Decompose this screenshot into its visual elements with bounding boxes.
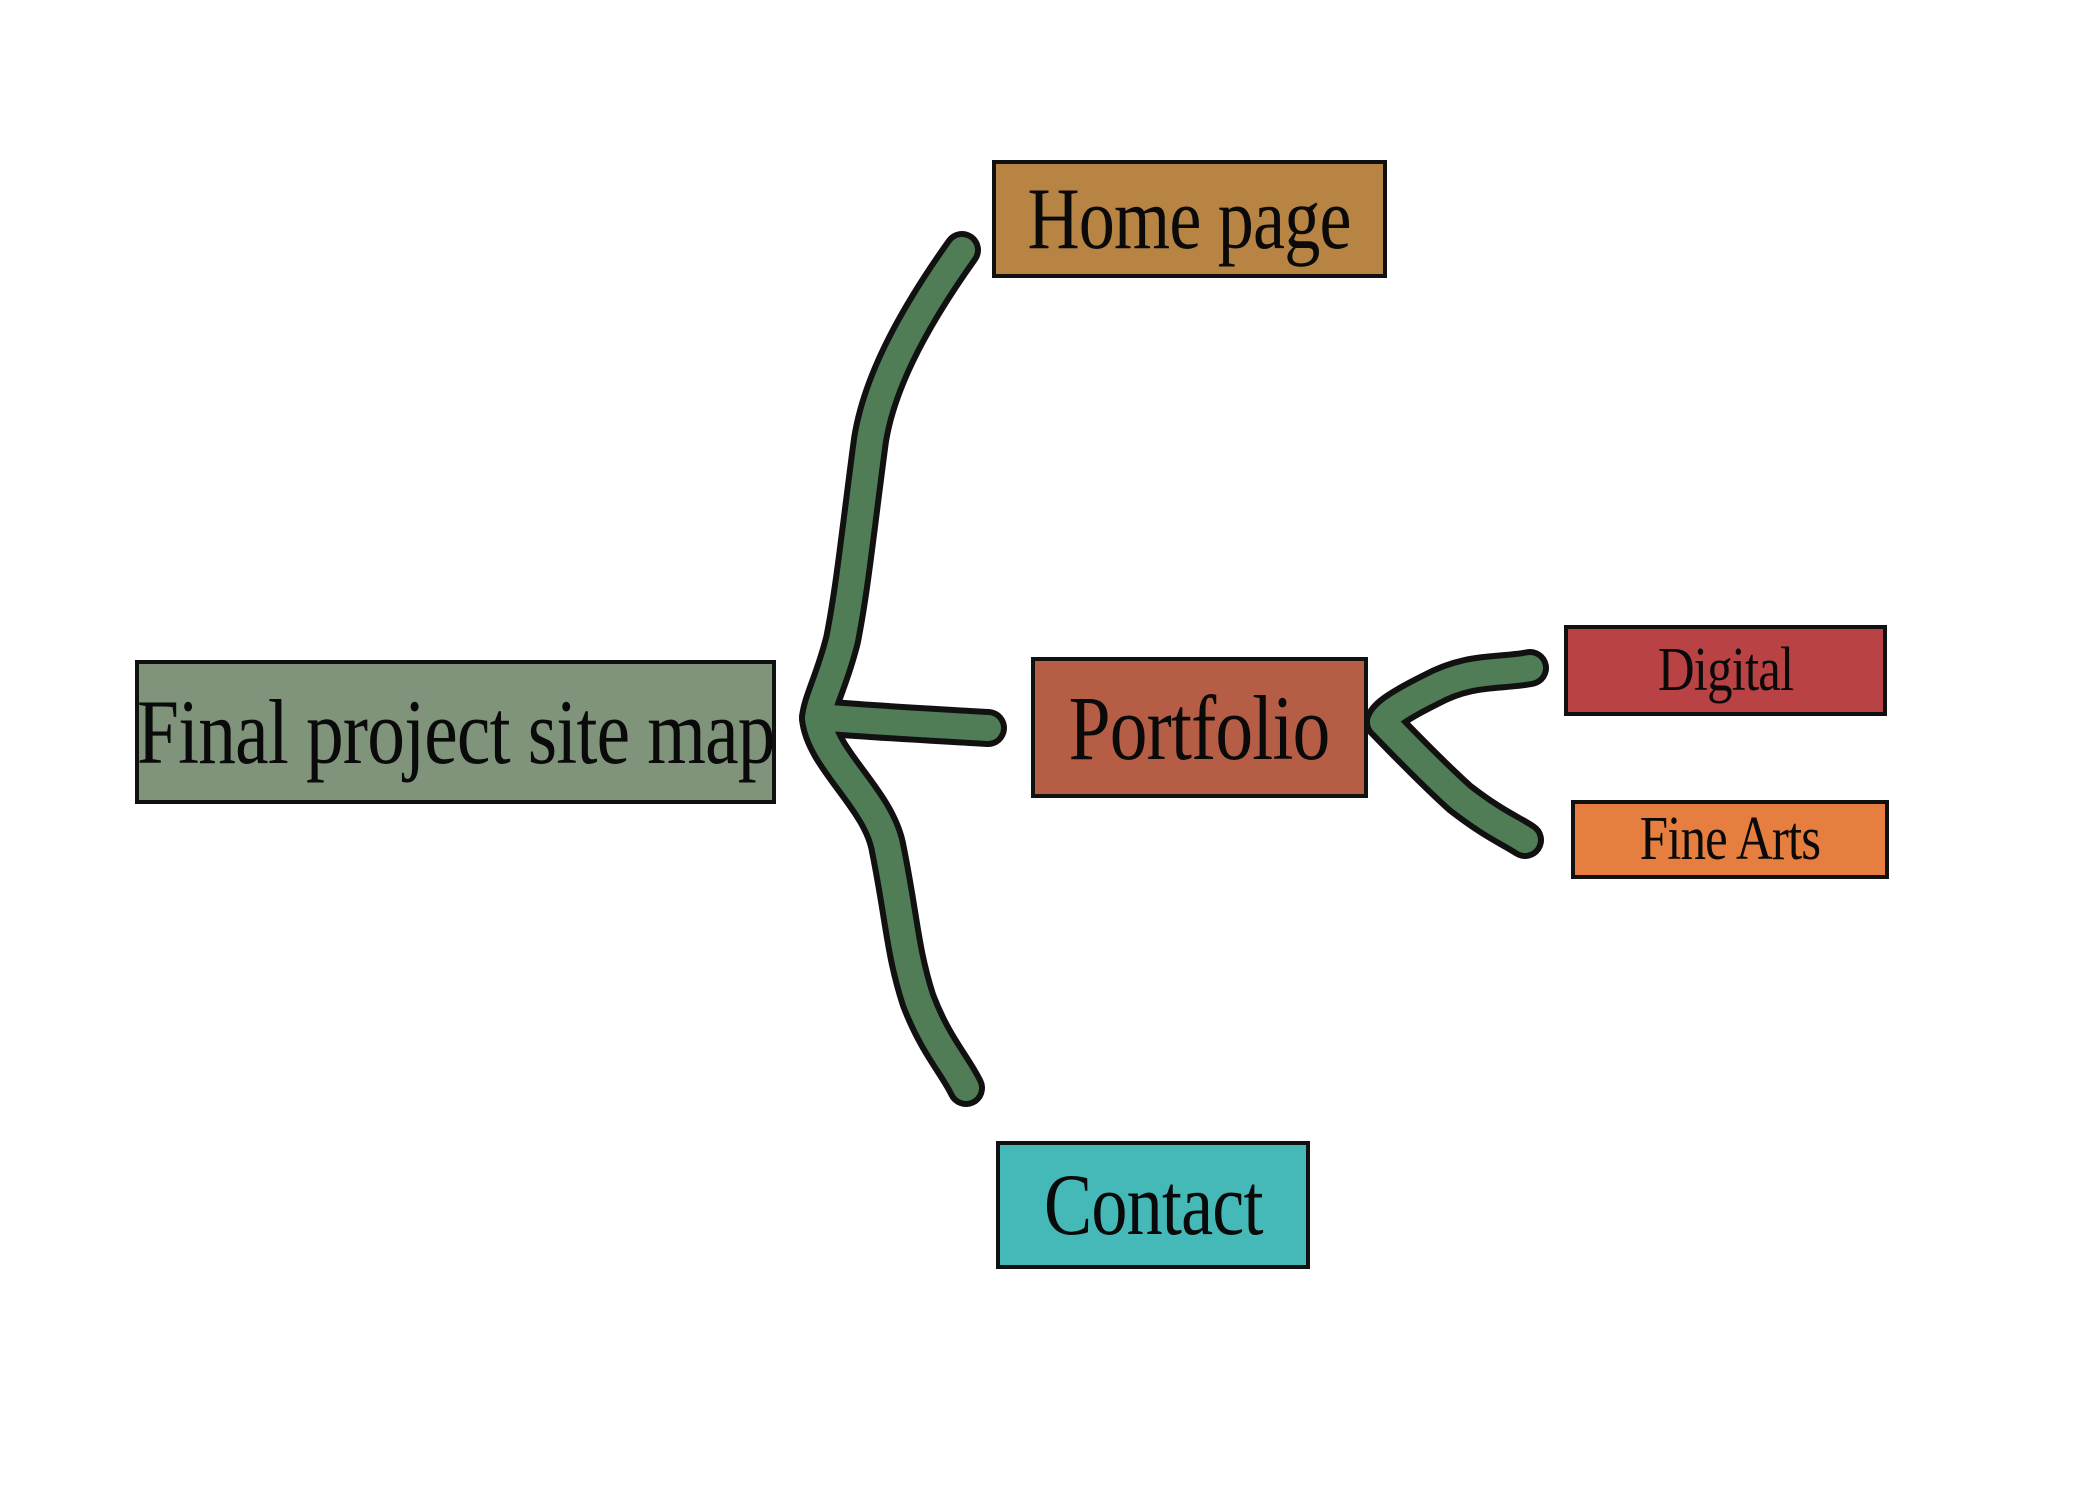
connector-root-to-home xyxy=(805,237,975,731)
node-fine-arts-label: Fine Arts xyxy=(1639,805,1821,873)
node-home-page: Home page xyxy=(992,160,1387,278)
node-portfolio: Portfolio xyxy=(1031,657,1368,798)
node-home-page-label: Home page xyxy=(1027,170,1352,268)
node-portfolio-label: Portfolio xyxy=(1069,676,1331,779)
connector-root-to-portfolio xyxy=(817,705,1001,741)
node-contact-label: Contact xyxy=(1043,1156,1264,1254)
node-root-label: Final project site map xyxy=(136,681,776,783)
node-root: Final project site map xyxy=(135,660,776,804)
node-contact: Contact xyxy=(996,1141,1310,1269)
node-digital-label: Digital xyxy=(1657,636,1794,704)
connector-root-to-contact xyxy=(805,705,979,1101)
node-fine-arts: Fine Arts xyxy=(1571,800,1889,879)
node-digital: Digital xyxy=(1564,625,1887,716)
connector-portfolio-to-finearts xyxy=(1370,709,1538,853)
